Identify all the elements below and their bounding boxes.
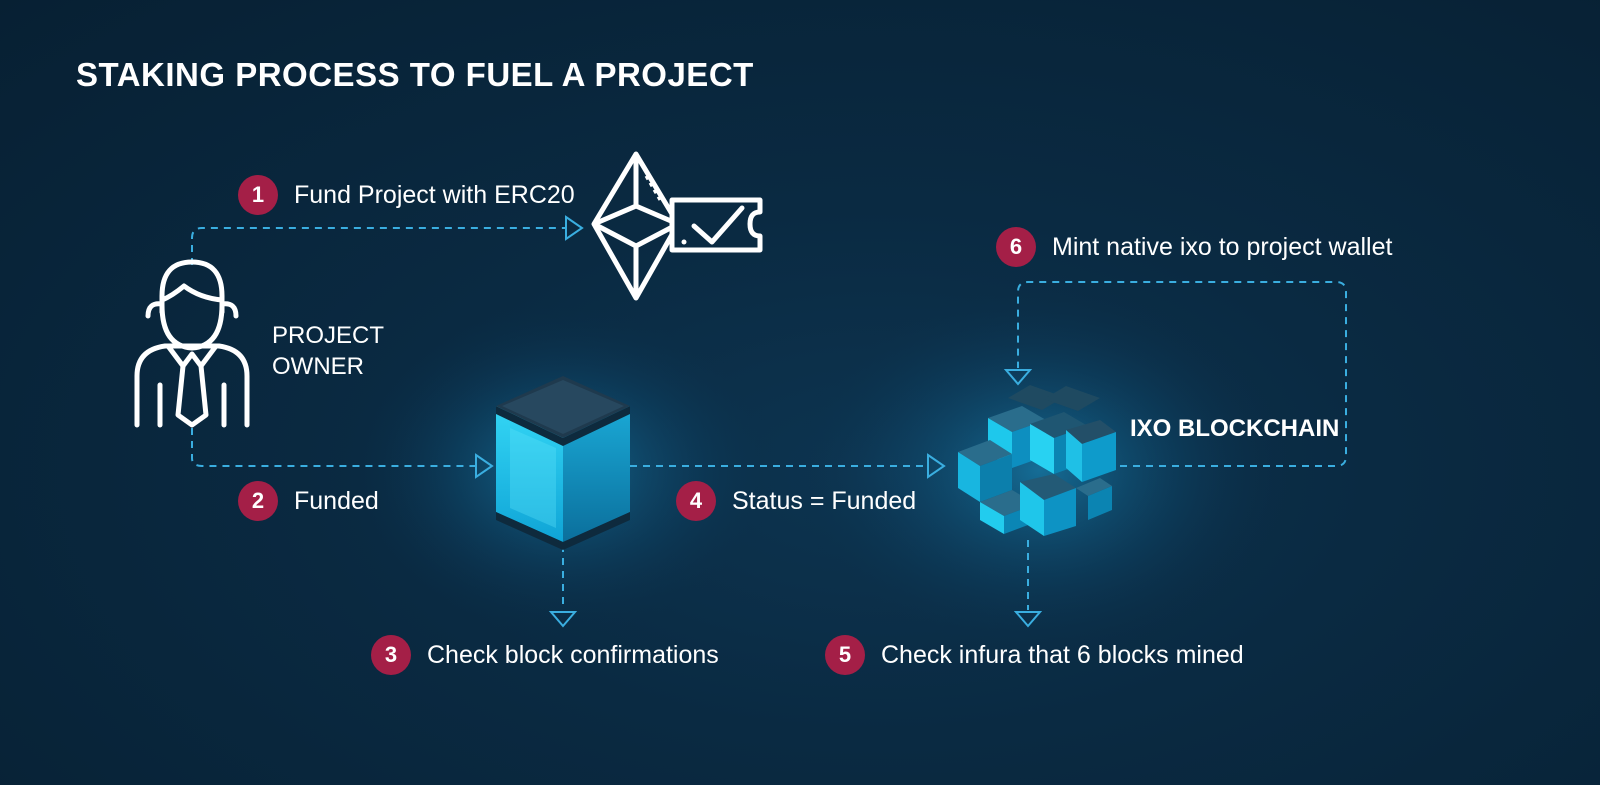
step-4: 4 Status = Funded xyxy=(676,481,916,521)
arrow-head-infura xyxy=(1013,611,1043,628)
step-1-label: Fund Project with ERC20 xyxy=(294,180,575,209)
step-1-badge: 1 xyxy=(238,175,278,215)
page-title: STAKING PROCESS TO FUEL A PROJECT xyxy=(76,56,754,93)
step-2: 2 Funded xyxy=(238,481,379,521)
connector-mint-loop xyxy=(1017,281,1347,467)
blockchain-label: IXO BLOCKCHAIN xyxy=(1130,415,1340,442)
connector-owner-to-cube xyxy=(191,428,476,467)
stacked-cubes-icon xyxy=(958,385,1116,536)
checkmark-ticket-icon xyxy=(669,197,763,253)
connectors xyxy=(191,227,1347,610)
step-4-badge: 4 xyxy=(676,481,716,521)
block-cube-icon xyxy=(496,376,630,550)
project-owner-label-line2: OWNER xyxy=(272,353,364,380)
step-3-badge: 3 xyxy=(371,635,411,675)
arrow-head-mint xyxy=(1003,369,1033,386)
arrow-head-ethereum xyxy=(565,215,584,241)
arrow-head-confirmations xyxy=(548,611,578,628)
project-owner-label-line1: PROJECT xyxy=(272,322,385,349)
connector-owner-to-ethereum xyxy=(191,227,566,265)
project-owner-label: PROJECT OWNER xyxy=(272,320,432,382)
step-4-label: Status = Funded xyxy=(732,486,917,515)
step-2-label: Funded xyxy=(294,486,379,515)
step-1: 1 Fund Project with ERC20 xyxy=(238,175,575,215)
step-6-label: Mint native ixo to project wallet xyxy=(1052,232,1393,261)
step-3: 3 Check block confirmations xyxy=(371,635,719,675)
step-2-badge: 2 xyxy=(238,481,278,521)
step-6-badge: 6 xyxy=(996,227,1036,267)
blockchain-glow xyxy=(790,280,1290,660)
arrow-heads xyxy=(475,215,1043,628)
step-3-label: Check block confirmations xyxy=(427,640,719,669)
step-5-badge: 5 xyxy=(825,635,865,675)
person-with-tie-icon xyxy=(134,259,250,428)
step-5: 5 Check infura that 6 blocks mined xyxy=(825,635,1244,675)
arrow-head-cube xyxy=(475,453,494,479)
step-6: 6 Mint native ixo to project wallet xyxy=(996,227,1392,267)
step-5-label: Check infura that 6 blocks mined xyxy=(881,640,1244,669)
ethereum-logo-icon xyxy=(591,151,681,301)
arrow-head-blockchain xyxy=(927,453,946,479)
